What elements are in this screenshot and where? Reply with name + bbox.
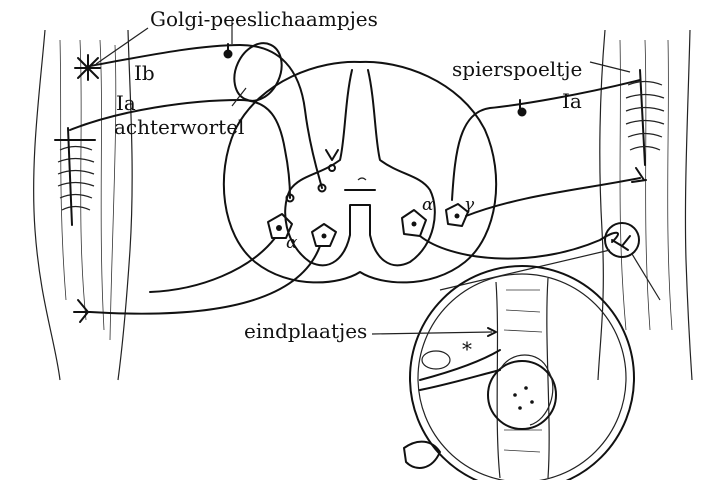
label-alpha-right: α: [422, 195, 434, 215]
left-muscle: [34, 30, 133, 380]
efferent-fibers: [90, 178, 640, 314]
label-alpha-left: α: [286, 233, 298, 253]
ia-afferent-fiber-right: [452, 80, 640, 200]
label-ia-right: Ia: [562, 89, 582, 113]
label-ia-left: Ia: [116, 91, 136, 115]
left-golgi-tendon-organ: [75, 55, 100, 80]
left-gamma-motor-neuron: [312, 224, 336, 246]
magnified-endplate-view: [410, 266, 634, 480]
label-achterwortel: achterwortel: [114, 115, 244, 139]
cut-nerve-stub: [404, 442, 440, 468]
right-muscle-spindle: [626, 70, 664, 165]
label-spierspoeltje: spierspoeltje: [452, 57, 582, 81]
left-endplate: [74, 300, 90, 322]
label-gamma: γ: [464, 195, 475, 215]
label-ib: Ib: [134, 61, 155, 85]
label-eindplaatjes: eindplaatjes: [244, 319, 367, 343]
magnify-source-circle: [440, 223, 660, 300]
label-golgi: Golgi-peeslichaampjes: [150, 7, 378, 31]
label-asterisk: *: [462, 337, 472, 361]
interneurons: [287, 150, 339, 202]
right-muscle: [598, 30, 692, 380]
